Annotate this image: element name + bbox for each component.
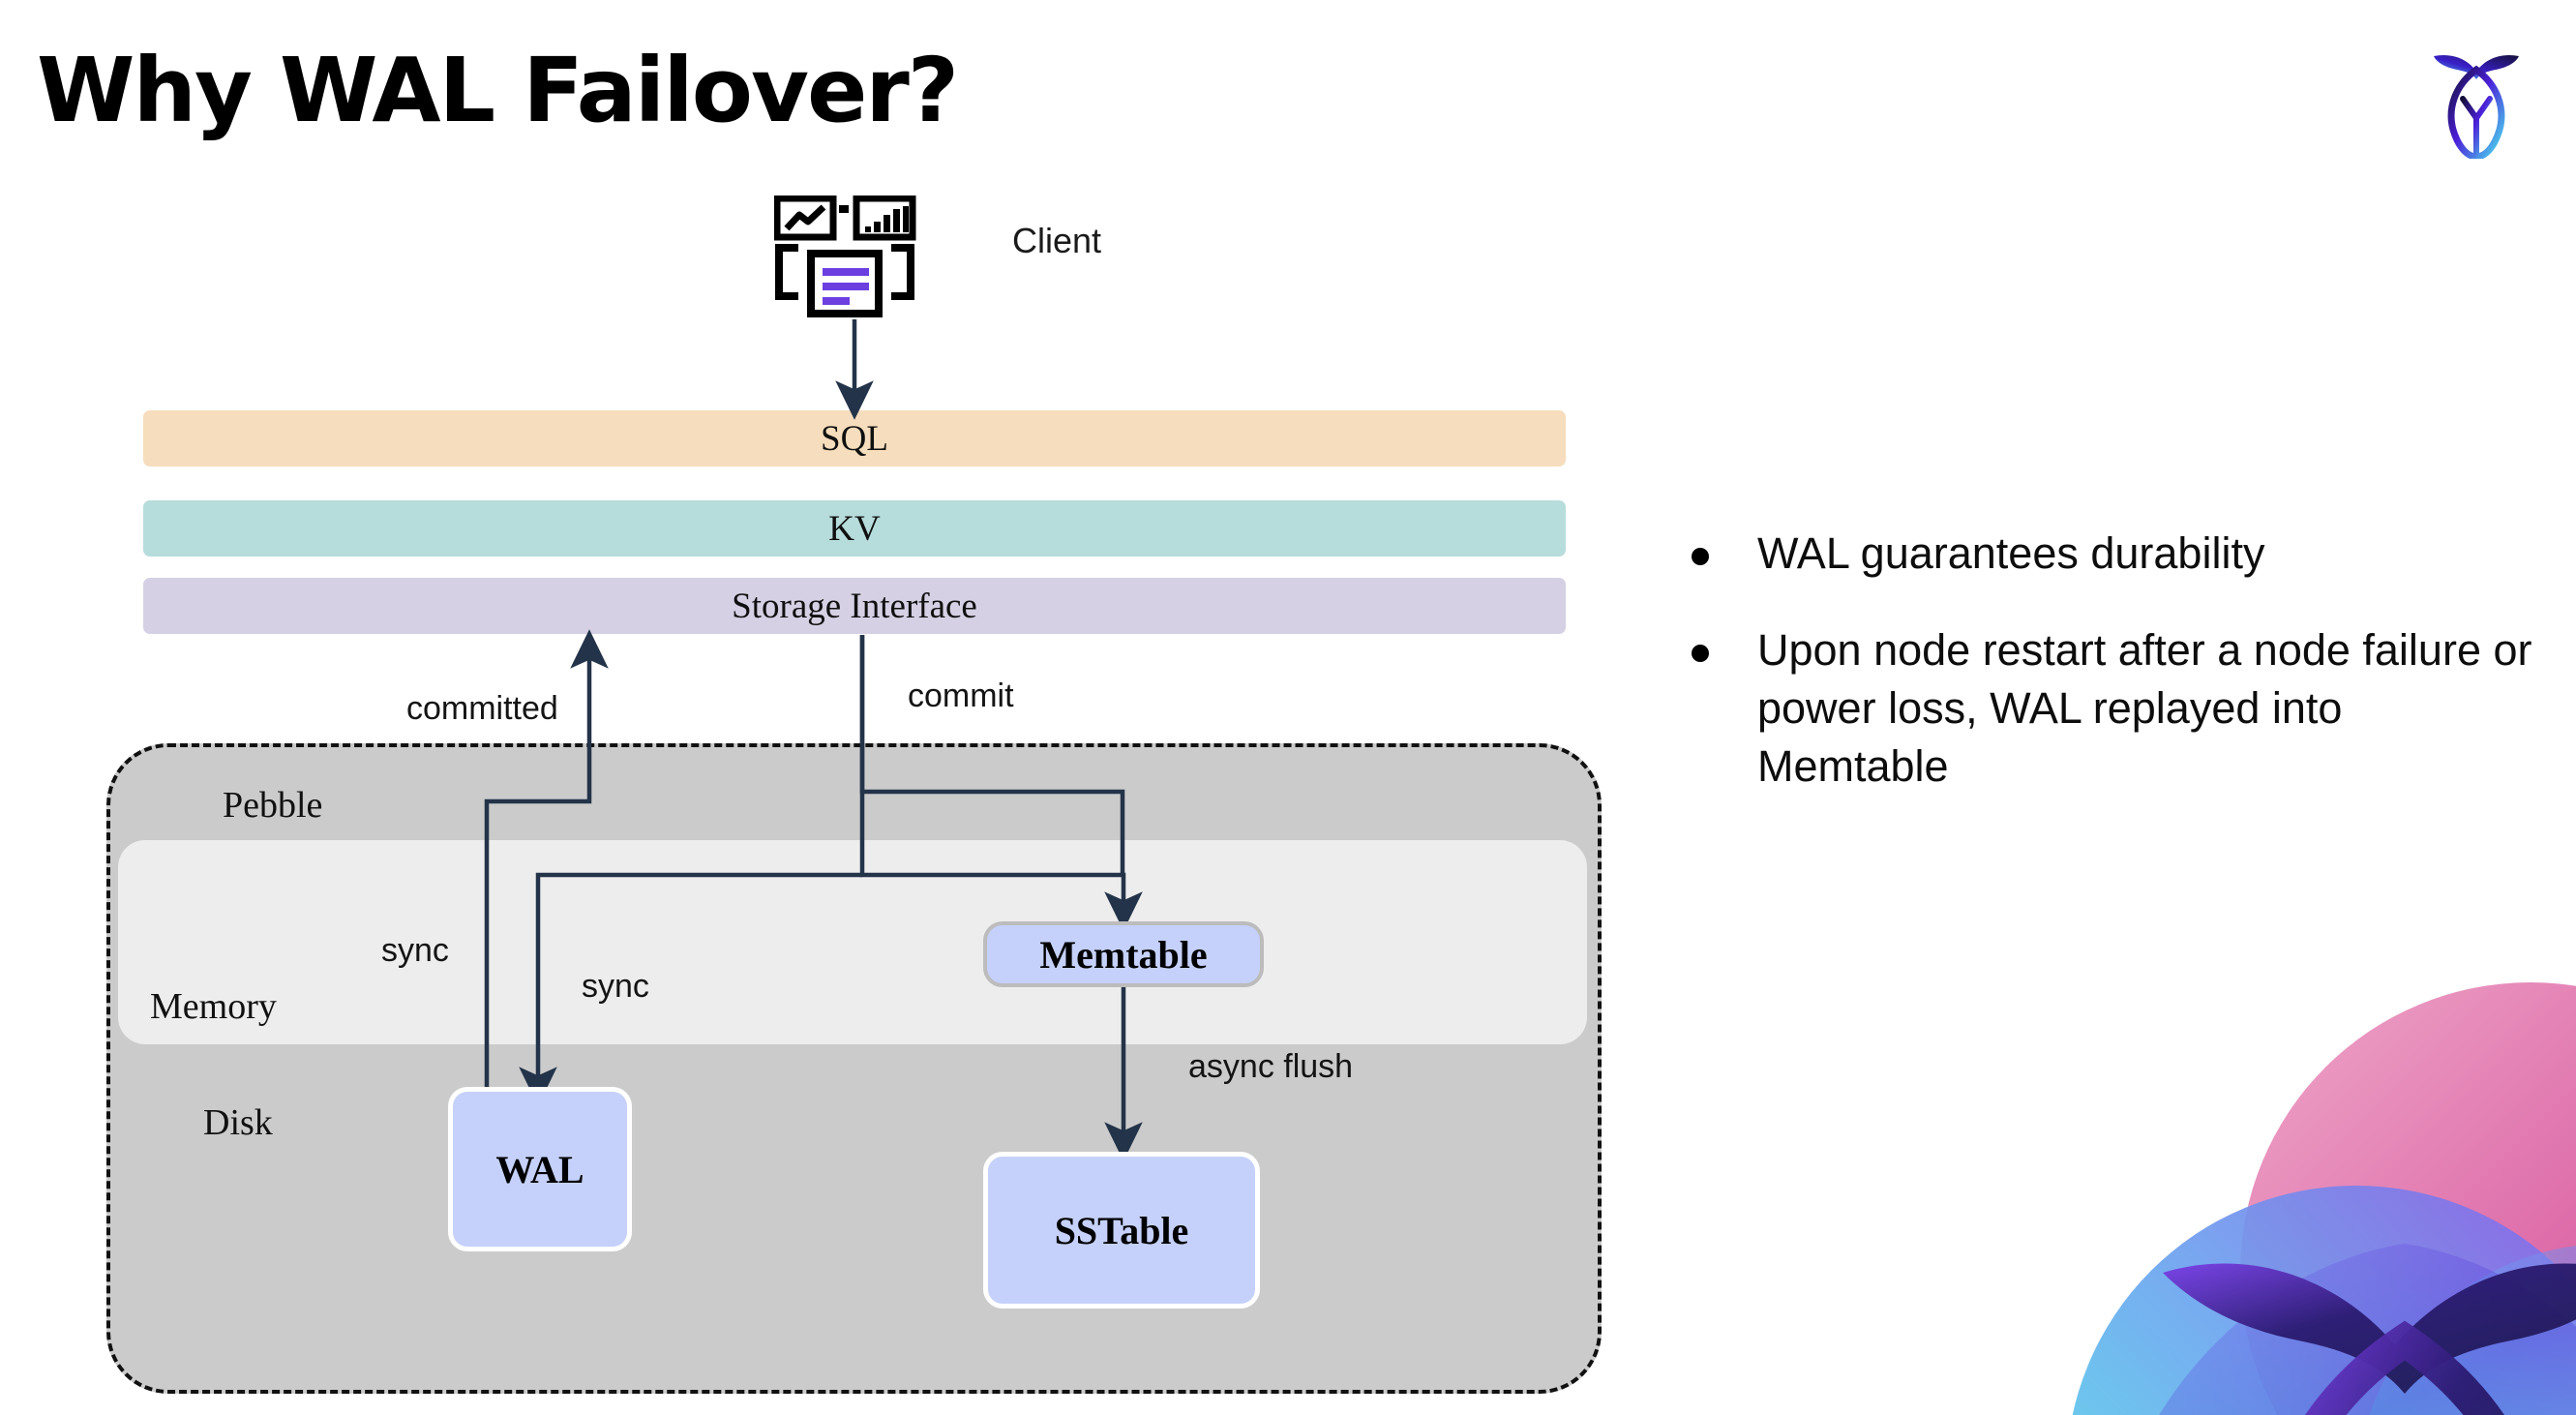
edge-commit-to-memtable: [859, 635, 1143, 931]
list-item: Upon node restart after a node failure o…: [1692, 621, 2543, 796]
edge-label-sync-left: sync: [381, 932, 449, 969]
layer-label-kv: KV: [828, 508, 881, 549]
node-label-memtable: Memtable: [1039, 932, 1208, 977]
edge-label-commit: commit: [908, 677, 1014, 714]
node-sstable: SSTable: [983, 1152, 1260, 1309]
memory-label: Memory: [150, 986, 277, 1027]
edge-sync-to-wal: [519, 872, 862, 1106]
layer-label-storage-interface: Storage Interface: [732, 586, 977, 626]
client-dashboard-icon: [774, 196, 916, 317]
disk-label: Disk: [203, 1102, 273, 1143]
diagram-connectors: [484, 319, 1143, 1161]
node-memtable: Memtable: [983, 921, 1264, 987]
bullet-dot-icon: [1692, 548, 1709, 565]
layer-bar-kv: KV: [143, 500, 1566, 557]
bullet-dot-icon: [1692, 644, 1709, 662]
edge-label-async-flush: async flush: [1188, 1048, 1354, 1085]
edge-label-committed: committed: [406, 690, 558, 727]
edge-sync-branch-right: [859, 635, 1125, 877]
edge-committed: [484, 629, 609, 1087]
bullet-text: Upon node restart after a node failure o…: [1757, 624, 2532, 791]
node-wal: WAL: [448, 1087, 632, 1251]
cockroachdb-logo-icon: [2434, 54, 2519, 159]
pebble-label: Pebble: [223, 785, 323, 826]
node-label-wal: WAL: [495, 1147, 584, 1191]
layer-bar-storage-interface: Storage Interface: [143, 578, 1566, 634]
cockroachdb-watermark-icon: [2072, 982, 2576, 1415]
bullet-text: WAL guarantees durability: [1757, 528, 2265, 578]
page-title: Why WAL Failover?: [37, 39, 959, 142]
list-item: WAL guarantees durability: [1692, 525, 2543, 583]
edge-label-sync-right: sync: [582, 968, 649, 1005]
layer-label-sql: SQL: [821, 418, 888, 459]
node-label-sstable: SSTable: [1054, 1208, 1189, 1252]
client-label: Client: [1012, 221, 1102, 260]
bullet-list: WAL guarantees durability Upon node rest…: [1692, 525, 2543, 833]
